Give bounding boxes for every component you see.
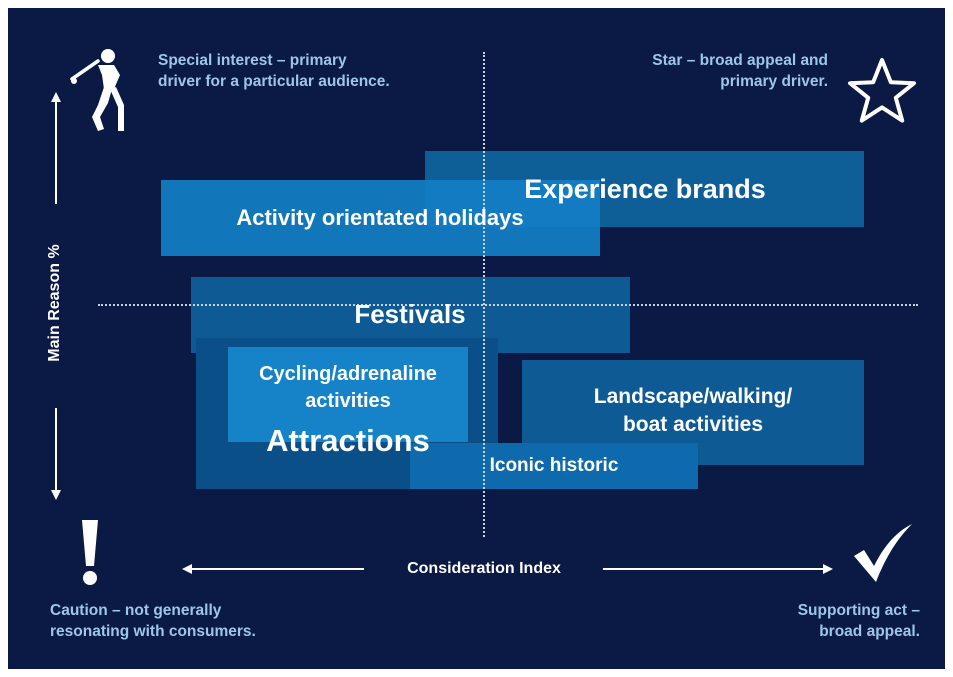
top-right-line2: primary driver. bbox=[720, 73, 828, 90]
cycling-label: Cycling/adrenaline activities bbox=[218, 361, 478, 415]
top-right-line1: Star – broad appeal and bbox=[652, 52, 828, 69]
x-axis-right-arrow bbox=[603, 564, 833, 574]
cycling-label-line2: activities bbox=[305, 390, 391, 412]
horizontal-divider bbox=[98, 304, 918, 306]
bottom-right-description: Supporting act – broad appeal. bbox=[680, 600, 920, 642]
landscape-label-line1: Landscape/walking/ bbox=[593, 385, 793, 408]
activity-holidays-label: Activity orientated holidays bbox=[236, 205, 524, 230]
cycling-box bbox=[228, 347, 468, 442]
y-axis-label: Main Reason % bbox=[46, 244, 63, 362]
iconic-historic-label: Iconic historic bbox=[489, 455, 619, 476]
bottom-right-line1: Supporting act – bbox=[797, 602, 920, 619]
checkmark-icon bbox=[854, 524, 912, 582]
exclamation-icon bbox=[82, 520, 98, 585]
y-axis-up-arrow bbox=[51, 92, 61, 204]
bottom-left-line1: Caution – not generally bbox=[50, 602, 222, 619]
top-right-description: Star – broad appeal and primary driver. bbox=[560, 50, 828, 92]
bottom-left-line2: resonating with consumers. bbox=[50, 623, 256, 640]
experience-brands-label: Experience brands bbox=[524, 174, 766, 204]
bottom-left-description: Caution – not generally resonating with … bbox=[50, 600, 350, 642]
landscape-label-line2: boat activities bbox=[622, 413, 764, 436]
iconic-historic-box bbox=[410, 443, 698, 489]
attractions-label: Attractions bbox=[266, 423, 430, 458]
top-left-line1: Special interest – primary bbox=[158, 52, 347, 69]
activity-holidays-box bbox=[161, 180, 600, 256]
top-left-description: Special interest – primary driver for a … bbox=[158, 50, 458, 92]
vertical-divider bbox=[483, 52, 485, 537]
cycling-label-line1: Cycling/adrenaline bbox=[259, 363, 437, 385]
bottom-right-line2: broad appeal. bbox=[819, 623, 920, 640]
top-left-line2: driver for a particular audience. bbox=[158, 73, 390, 90]
x-axis-left-arrow bbox=[182, 564, 364, 574]
x-axis-label: Consideration Index bbox=[407, 560, 561, 577]
y-axis-down-arrow bbox=[51, 408, 61, 500]
landscape-label: Landscape/walking/ boat activities bbox=[532, 383, 854, 439]
golfer-icon bbox=[70, 49, 124, 131]
star-icon bbox=[848, 58, 916, 123]
festivals-label: Festivals bbox=[354, 299, 466, 329]
